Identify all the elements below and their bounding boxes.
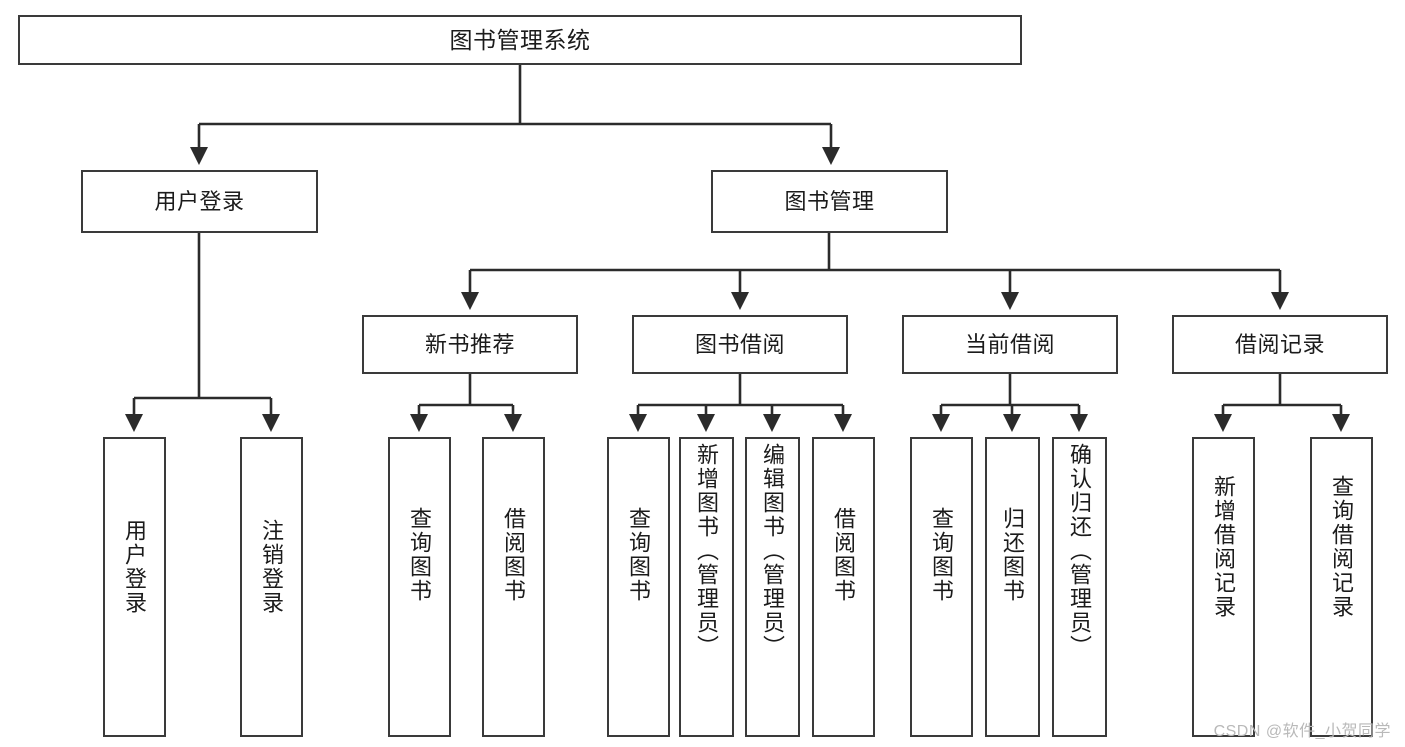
node-root[interactable]: 图书管理系统 bbox=[18, 15, 1022, 65]
node-leaf-return-book-label: 归还图书 bbox=[1000, 507, 1026, 603]
node-leaf-user-login[interactable]: 用户登录 bbox=[103, 437, 166, 737]
node-root-label: 图书管理系统 bbox=[449, 26, 591, 53]
node-book-management[interactable]: 图书管理 bbox=[711, 170, 948, 233]
node-leaf-confirm-return-admin-label: 确认归还（管理员） bbox=[1067, 443, 1093, 659]
node-leaf-edit-book-admin-label: 编辑图书（管理员） bbox=[760, 443, 786, 659]
node-leaf-query-book-recommend-label: 查询图书 bbox=[407, 507, 433, 603]
node-leaf-query-borrow-record[interactable]: 查询借阅记录 bbox=[1310, 437, 1373, 737]
node-leaf-return-book[interactable]: 归还图书 bbox=[985, 437, 1040, 737]
node-leaf-add-book-admin[interactable]: 新增图书（管理员） bbox=[679, 437, 734, 737]
node-leaf-query-book-current-label: 查询图书 bbox=[929, 507, 955, 603]
node-borrow-record[interactable]: 借阅记录 bbox=[1172, 315, 1388, 374]
node-user-login[interactable]: 用户登录 bbox=[81, 170, 318, 233]
node-user-login-label: 用户登录 bbox=[154, 188, 245, 214]
node-new-book-recommend-label: 新书推荐 bbox=[424, 331, 515, 357]
node-leaf-user-logout[interactable]: 注销登录 bbox=[240, 437, 303, 737]
node-leaf-query-book-borrow-label: 查询图书 bbox=[626, 507, 652, 603]
node-new-book-recommend[interactable]: 新书推荐 bbox=[362, 315, 578, 374]
node-leaf-query-book-recommend[interactable]: 查询图书 bbox=[388, 437, 451, 737]
node-leaf-borrow-book-recommend[interactable]: 借阅图书 bbox=[482, 437, 545, 737]
node-leaf-user-login-label: 用户登录 bbox=[122, 519, 148, 615]
node-leaf-user-logout-label: 注销登录 bbox=[259, 519, 285, 615]
node-book-management-label: 图书管理 bbox=[784, 188, 875, 214]
node-current-borrow-label: 当前借阅 bbox=[964, 331, 1055, 357]
node-leaf-query-book-current[interactable]: 查询图书 bbox=[910, 437, 973, 737]
node-leaf-add-book-admin-label: 新增图书（管理员） bbox=[694, 443, 720, 659]
node-leaf-confirm-return-admin[interactable]: 确认归还（管理员） bbox=[1052, 437, 1107, 737]
node-leaf-query-borrow-record-label: 查询借阅记录 bbox=[1329, 475, 1355, 619]
node-leaf-edit-book-admin[interactable]: 编辑图书（管理员） bbox=[745, 437, 800, 737]
node-leaf-add-borrow-record-label: 新增借阅记录 bbox=[1211, 475, 1237, 619]
node-current-borrow[interactable]: 当前借阅 bbox=[902, 315, 1118, 374]
node-leaf-borrow-book[interactable]: 借阅图书 bbox=[812, 437, 875, 737]
node-leaf-borrow-book-label: 借阅图书 bbox=[831, 507, 857, 603]
node-leaf-borrow-book-recommend-label: 借阅图书 bbox=[501, 507, 527, 603]
node-book-borrow-label: 图书借阅 bbox=[694, 331, 785, 357]
node-leaf-query-book-borrow[interactable]: 查询图书 bbox=[607, 437, 670, 737]
node-leaf-add-borrow-record[interactable]: 新增借阅记录 bbox=[1192, 437, 1255, 737]
node-book-borrow[interactable]: 图书借阅 bbox=[632, 315, 848, 374]
node-borrow-record-label: 借阅记录 bbox=[1234, 331, 1325, 357]
